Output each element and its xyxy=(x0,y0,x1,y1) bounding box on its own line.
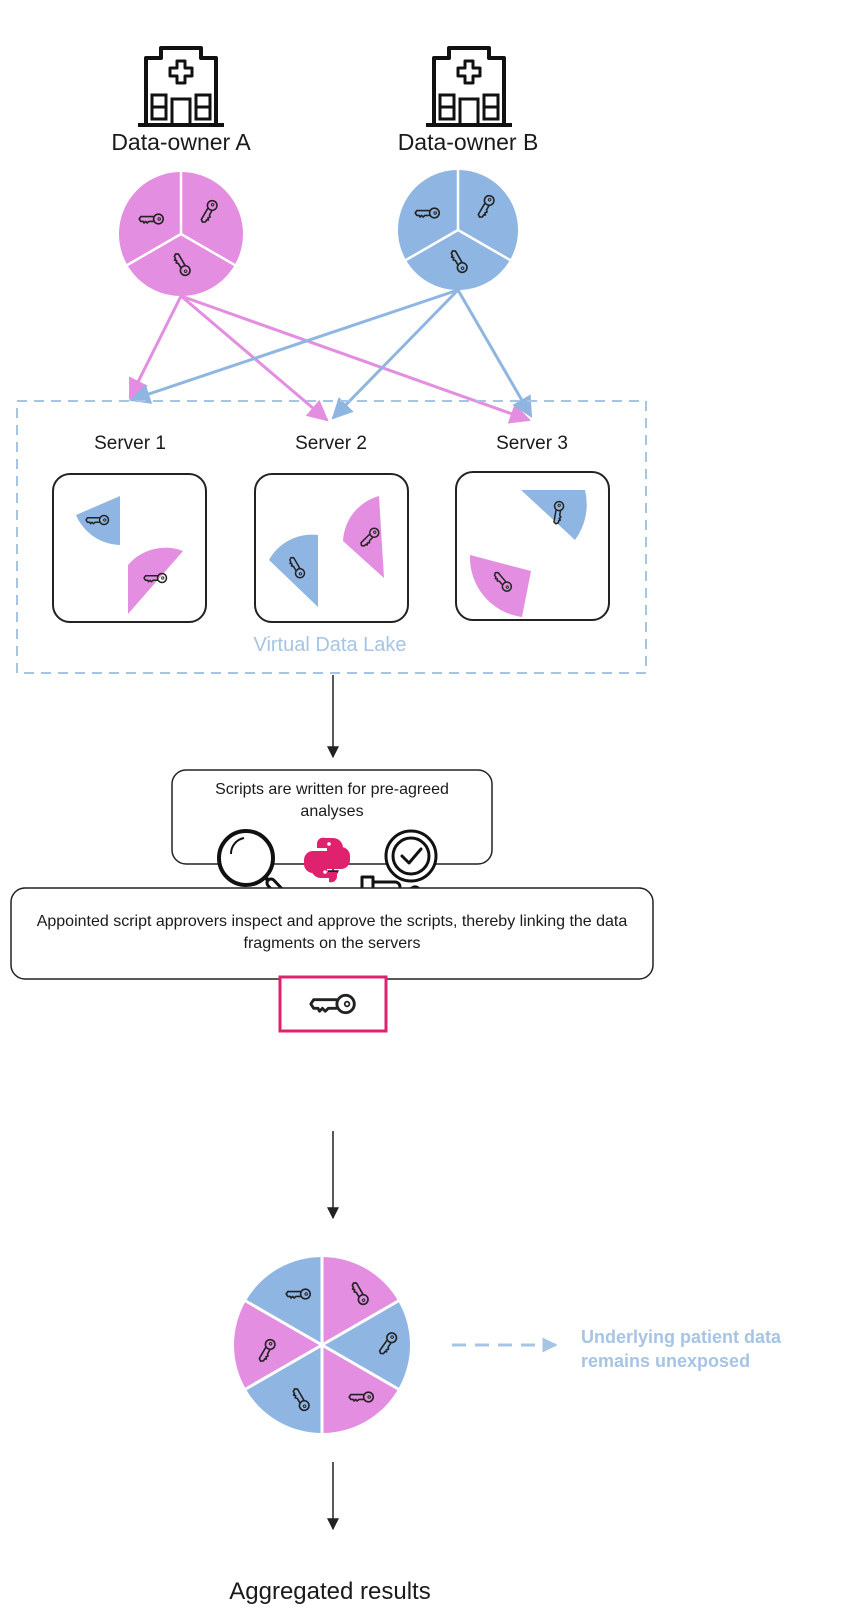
server-1-label: Server 1 xyxy=(94,433,166,454)
hospital-icon-owner-b xyxy=(424,46,514,127)
checkmark-icon xyxy=(400,847,423,865)
distribution-arrows xyxy=(128,288,533,424)
owner-a-label: Data-owner A xyxy=(111,129,251,155)
virtual-data-lake-frame xyxy=(16,400,647,674)
note-text: Underlying patient data remains unexpose… xyxy=(581,1327,782,1371)
owner-b-pie xyxy=(397,169,519,291)
hospital-icon-owner-a xyxy=(136,46,226,127)
approve-step-text: Appointed script approvers inspect and a… xyxy=(36,913,628,952)
python-icon xyxy=(304,837,350,883)
server-3-box xyxy=(455,471,610,621)
server-1-box xyxy=(52,473,207,623)
linking-key-frame xyxy=(278,975,388,1033)
server-2-label: Server 2 xyxy=(295,433,367,454)
scripts-step-text: Scripts are written for pre-agreed analy… xyxy=(215,781,449,820)
server-3-label: Server 3 xyxy=(496,433,568,454)
owner-a-pie xyxy=(118,172,244,297)
aggregated-results-label: Aggregated results xyxy=(229,1578,431,1605)
server-2-box xyxy=(254,473,409,623)
aggregated-pie xyxy=(234,1257,410,1433)
owner-b-label: Data-owner B xyxy=(397,129,539,155)
virtual-data-lake-label: Virtual Data Lake xyxy=(253,634,407,656)
